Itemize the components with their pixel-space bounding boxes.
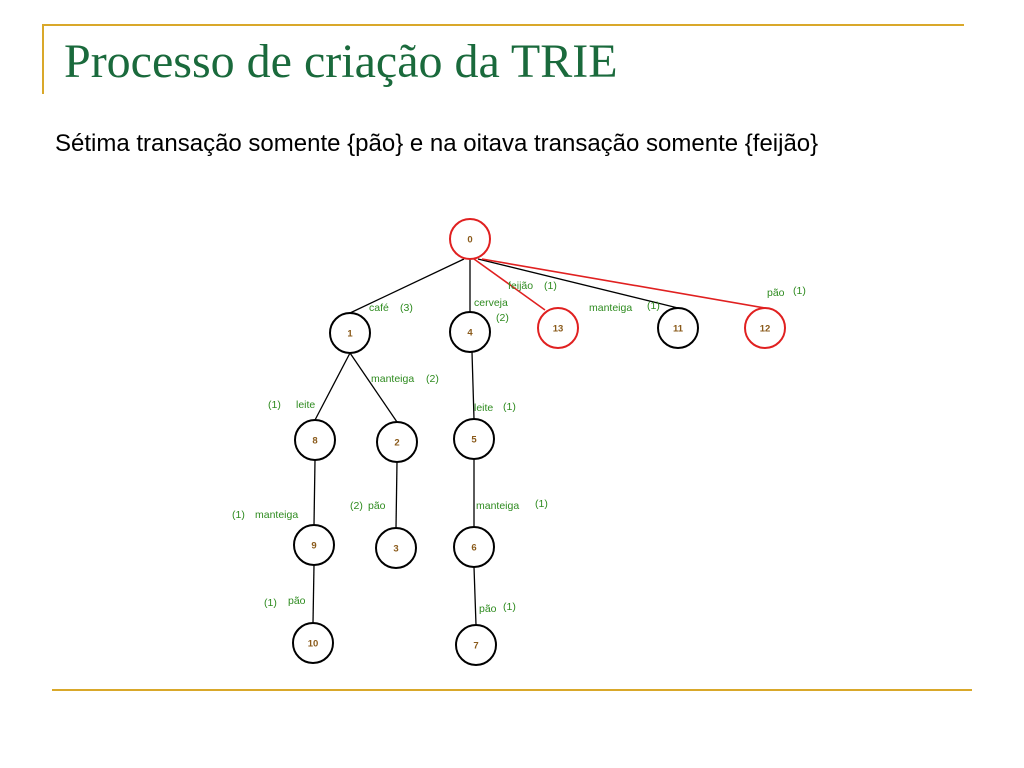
edge-8-9 <box>313 459 316 526</box>
edge-label-leite: leite <box>296 399 315 411</box>
edge-label-pao: pão <box>767 287 785 299</box>
edge-count: (1) <box>264 597 277 609</box>
frame-bottom-rule <box>52 689 972 691</box>
trie-node-7: 7 <box>455 624 497 666</box>
trie-node-8: 8 <box>294 419 336 461</box>
edge-label-feijao: feijão <box>508 280 533 292</box>
node-label: 1 <box>347 329 353 340</box>
edge-6-7 <box>473 566 477 626</box>
edge-count: (2) <box>496 312 509 324</box>
slide-subtitle: Sétima transação somente {pão} e na oita… <box>55 130 819 157</box>
edge-2-3 <box>395 461 398 529</box>
edge-count: (1) <box>503 601 516 613</box>
node-label: 13 <box>553 324 564 335</box>
trie-node-6: 6 <box>453 526 495 568</box>
trie-node-12: 12 <box>744 307 786 349</box>
node-label: 0 <box>467 235 472 246</box>
node-label: 9 <box>311 541 316 552</box>
node-circle <box>449 218 491 260</box>
trie-node-2: 2 <box>376 421 418 463</box>
node-label: 6 <box>471 543 476 554</box>
edge-count: (3) <box>400 302 413 314</box>
edge-0-12 <box>481 258 766 309</box>
edge-count: (2) <box>350 500 363 512</box>
trie-node-1: 1 <box>329 312 371 354</box>
node-circle <box>453 526 495 568</box>
node-label: 11 <box>673 324 684 335</box>
edge-count: (1) <box>268 399 281 411</box>
node-label: 10 <box>308 639 319 650</box>
edge-9-10 <box>312 564 315 624</box>
trie-node-4: 4 <box>449 311 491 353</box>
node-circle <box>293 524 335 566</box>
node-circle <box>329 312 371 354</box>
node-circle <box>294 419 336 461</box>
edge-count: (1) <box>535 498 548 510</box>
edge-label-pao: pão <box>368 500 386 512</box>
edge-4-5 <box>471 351 475 420</box>
trie-node-13: 13 <box>537 307 579 349</box>
node-label: 4 <box>467 328 473 339</box>
node-circle <box>657 307 699 349</box>
trie-node-11: 11 <box>657 307 699 349</box>
edge-label-manteiga: manteiga <box>371 373 414 385</box>
edge-count: (1) <box>503 401 516 413</box>
node-circle <box>292 622 334 664</box>
edge-label-pao: pão <box>479 603 497 615</box>
node-label: 5 <box>471 435 477 446</box>
edge-label-pao: pão <box>288 595 306 607</box>
edge-count: (2) <box>426 373 439 385</box>
node-circle <box>449 311 491 353</box>
edge-label-cerveja: cerveja <box>474 297 508 309</box>
node-circle <box>744 307 786 349</box>
node-label: 12 <box>760 324 771 335</box>
slide-title: Processo de criação da TRIE <box>64 35 618 88</box>
edge-count: (1) <box>793 285 806 297</box>
trie-node-10: 10 <box>292 622 334 664</box>
trie-nodes: 0 1 4 13 11 12 8 2 5 9 3 6 10 7 <box>292 218 786 666</box>
trie-node-0: 0 <box>449 218 491 260</box>
edge-label-manteiga: manteiga <box>589 302 632 314</box>
edge-0-1 <box>349 258 465 314</box>
edge-label-manteiga: manteiga <box>255 509 298 521</box>
node-circle <box>537 307 579 349</box>
edge-label-cafe: café <box>369 302 389 314</box>
node-label: 8 <box>312 436 317 447</box>
node-label: 2 <box>394 438 399 449</box>
node-label: 3 <box>393 544 398 555</box>
edge-count: (1) <box>232 509 245 521</box>
trie-node-5: 5 <box>453 418 495 460</box>
node-circle <box>375 527 417 569</box>
edge-1-2 <box>349 352 398 423</box>
trie-node-9: 9 <box>293 524 335 566</box>
node-circle <box>453 418 495 460</box>
frame-top-rule <box>42 24 964 26</box>
edge-0-13 <box>473 258 546 311</box>
edge-count: (1) <box>544 280 557 292</box>
edge-0-11 <box>477 258 679 309</box>
trie-node-3: 3 <box>375 527 417 569</box>
node-label: 7 <box>473 641 478 652</box>
trie-edges: café (3) cerveja (2) feijão (1) manteiga (1) pão… <box>232 258 806 626</box>
node-circle <box>376 421 418 463</box>
frame-left-rule <box>42 24 44 94</box>
edge-count: (1) <box>647 300 660 312</box>
node-circle <box>455 624 497 666</box>
edge-1-8 <box>314 352 351 421</box>
edge-label-leite: leite <box>474 402 493 414</box>
edge-label-manteiga: manteiga <box>476 500 519 512</box>
